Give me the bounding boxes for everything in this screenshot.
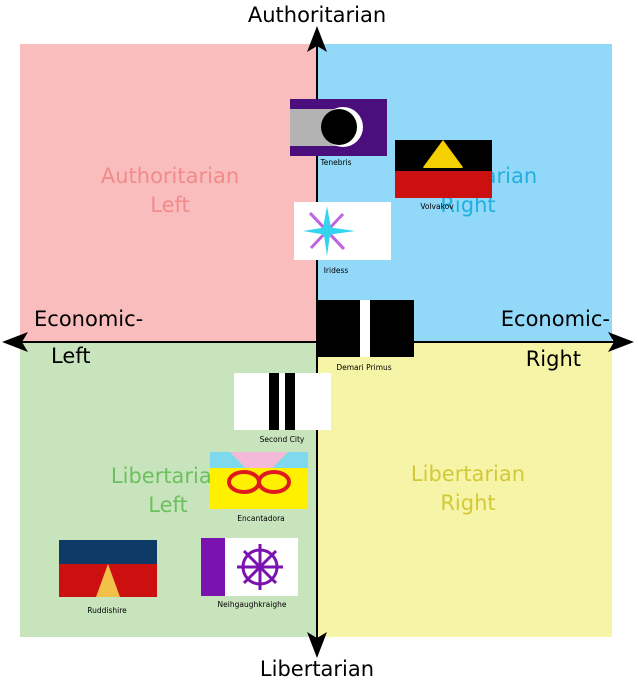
axis-label-bottom: Libertarian [260,657,374,681]
axis-label-left-1: Economic- [34,307,143,331]
arrow-left-icon [2,332,28,352]
quadrant-auth-left [20,44,317,342]
flag-volvakov: Volvakov [395,140,492,211]
flag-caption-ruddishire: Ruddishire [87,606,127,615]
axis-label-right-2: Right [526,347,581,371]
quadrant-label-auth-left-1: Authoritarian [101,164,239,188]
quadrant-label-lib-right-2: Right [440,491,495,515]
quadrant-label-auth-left-2: Left [150,193,190,217]
quadrant-label-lib-right-1: Libertarian [411,462,525,486]
flag-caption-second-city: Second City [260,435,305,444]
axis-label-left-2: Left [51,344,91,368]
flag-caption-neihgaughkraighe: Neihgaughkraighe [218,600,287,609]
flag-caption-tenebris: Tenebris [319,158,351,167]
arrow-right-icon [608,332,634,352]
flag-iridess: Iridess [294,202,391,275]
flag-tenebris: Tenebris [290,99,387,167]
flag-caption-iridess: Iridess [324,266,349,275]
flag-demari-primus: Demari Primus [316,300,414,372]
flag-encantadora: Encantadora [210,452,308,523]
flag-caption-encantadora: Encantadora [237,514,285,523]
flag-second-city: Second City [234,373,331,444]
axis-label-right-1: Economic- [501,307,610,331]
quadrant-lib-right [317,342,612,637]
flag-neihgaughkraighe: Neihgaughkraighe [201,538,298,609]
quadrant-label-lib-left-2: Left [148,493,188,517]
flag-ruddishire: Ruddishire [59,540,157,615]
flag-caption-volvakov: Volvakov [420,202,454,211]
arrow-up-icon [307,26,327,52]
arrow-down-icon [307,632,327,658]
quadrant-label-lib-left-1: Libertarian [111,464,225,488]
axis-label-top: Authoritarian [248,3,386,27]
flag-caption-demari-primus: Demari Primus [336,363,391,372]
